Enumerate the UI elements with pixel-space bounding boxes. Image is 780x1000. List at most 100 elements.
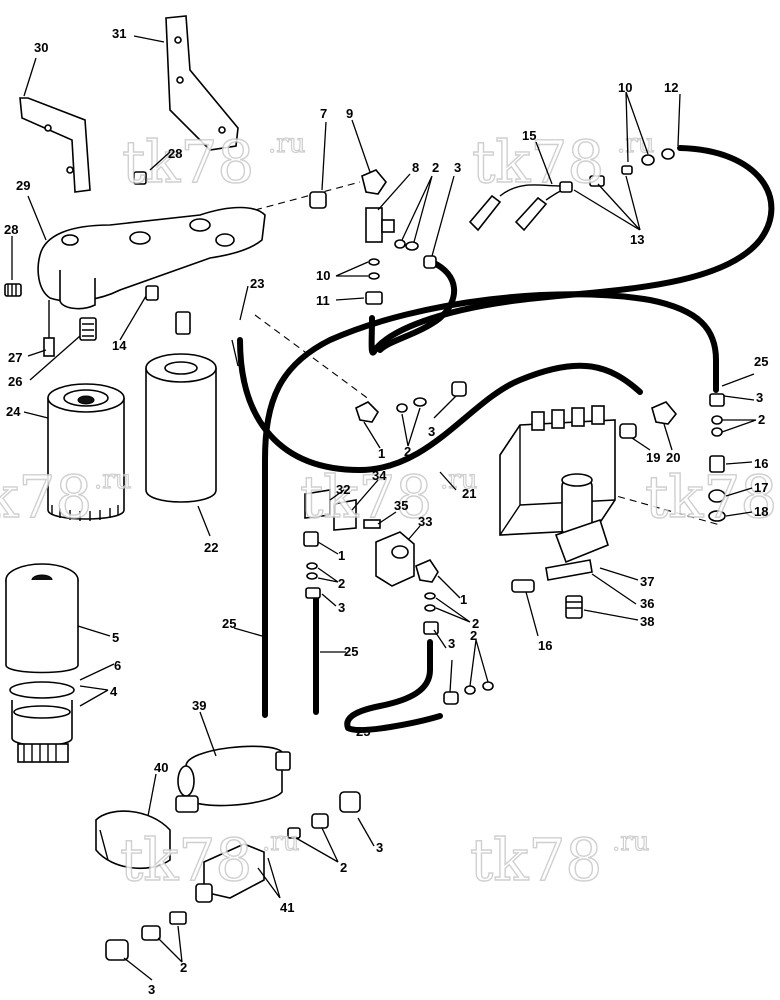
callout-9: 9: [346, 106, 353, 121]
tee-8: [365, 207, 395, 243]
callout-7: 7: [320, 106, 327, 121]
filter-head-29: [37, 206, 266, 310]
watermarks: tk78 .ru tk78 .ru tk78 .ru tk78 .ru tk78…: [0, 127, 778, 894]
callout-30: 30: [34, 40, 48, 55]
callout-3: 3: [756, 390, 763, 405]
callout-29: 29: [16, 178, 30, 193]
callout-10: 10: [618, 80, 632, 95]
callout-1: 1: [378, 446, 385, 461]
watermark-text: tk78: [122, 128, 254, 196]
nut-11: [365, 291, 383, 305]
callout-2: 2: [338, 576, 345, 591]
bracket-31: [165, 15, 239, 151]
guide-lines: [254, 181, 721, 526]
callout-18: 18: [754, 504, 768, 519]
callout-33: 33: [418, 514, 432, 529]
callout-19: 19: [646, 450, 660, 465]
callout-11: 11: [316, 293, 330, 308]
valve-36: [545, 473, 609, 619]
callout-22: 22: [204, 540, 218, 555]
plug-28-top: [133, 171, 147, 185]
callout-10: 10: [316, 268, 330, 283]
callout-39: 39: [192, 698, 206, 713]
plug-14: [145, 285, 159, 301]
nipple-23: [175, 311, 191, 335]
bracket-32-34: [304, 489, 381, 531]
bracket-30: [19, 97, 91, 193]
callout-4: 4: [110, 684, 118, 699]
callout-3: 3: [454, 160, 461, 175]
watermark-text: tk78: [645, 463, 777, 531]
fitting-7: [309, 191, 327, 209]
callout-28: 28: [168, 146, 182, 161]
callout-5: 5: [112, 630, 119, 645]
callout-38: 38: [640, 614, 654, 629]
callout-6: 6: [114, 658, 121, 673]
hose-21: [237, 337, 643, 473]
callout-3: 3: [338, 600, 345, 615]
callout-25: 25: [344, 644, 358, 659]
callout-34: 34: [372, 468, 387, 483]
watermark-suffix: .ru: [268, 129, 305, 159]
hose-25-bottom: [344, 639, 443, 734]
callout-32: 32: [336, 482, 350, 497]
callout-2: 2: [180, 960, 187, 975]
leader-lines: [11, 35, 757, 981]
callout-15: 15: [522, 128, 536, 143]
callout-2: 2: [404, 444, 411, 459]
callout-25: 25: [222, 616, 236, 631]
tee-41: [195, 843, 265, 903]
callout-1: 1: [460, 592, 467, 607]
callout-17: 17: [754, 480, 768, 495]
filter-22: [145, 353, 217, 503]
callout-2: 2: [470, 628, 477, 643]
fittings-mid: [355, 381, 467, 423]
injectors-15: [468, 184, 571, 232]
callout-14: 14: [112, 338, 127, 353]
callout-16: 16: [754, 456, 768, 471]
clamp-40: [95, 810, 171, 870]
watermark-suffix: .ru: [612, 827, 649, 857]
callout-2: 2: [758, 412, 765, 427]
callout-25: 25: [754, 354, 768, 369]
fitting-16-lower: [511, 579, 535, 593]
callout-16: 16: [538, 638, 552, 653]
watermark-text: tk78: [472, 128, 604, 196]
watermark-text: tk78: [0, 463, 92, 531]
callout-35: 35: [394, 498, 408, 513]
fittings-13: [559, 148, 675, 193]
callout-12: 12: [664, 80, 678, 95]
fittings-upper: [394, 239, 437, 269]
callout-25: 25: [356, 724, 370, 739]
callout-37: 37: [640, 574, 654, 589]
callout-36: 36: [640, 596, 654, 611]
callout-23: 23: [250, 276, 264, 291]
callout-3: 3: [376, 840, 383, 855]
elbow-20: [651, 401, 678, 425]
fittings-bottom-center: [443, 681, 494, 705]
callout-2: 2: [340, 860, 347, 875]
fittings-center-column: [415, 559, 439, 635]
watermark-text: tk78: [470, 826, 602, 894]
callout-13: 13: [630, 232, 644, 247]
elbow-9: [361, 169, 387, 195]
bolt-27: [43, 300, 55, 357]
nipple-26: [79, 317, 97, 341]
filter-24: [47, 383, 125, 521]
callout-31: 31: [112, 26, 126, 41]
watermark-suffix: .ru: [94, 465, 131, 495]
callout-3: 3: [448, 636, 455, 651]
hose-fuel-return: [377, 259, 457, 353]
fittings-bottom-right: [287, 791, 361, 839]
watermark-text: tk78: [300, 463, 432, 531]
callout-41: 41: [280, 900, 294, 915]
callout-40: 40: [154, 760, 168, 775]
watermark-suffix: .ru: [262, 827, 299, 857]
callout-27: 27: [8, 350, 22, 365]
fittings-bottom-left: [105, 911, 187, 961]
callout-labels: 30 31 28 29 28 7 9 8 2 3 10 11 10 12 15 …: [4, 26, 768, 997]
callout-3: 3: [148, 982, 155, 997]
filter-element-5: [5, 563, 79, 763]
watermark-text: tk78: [120, 826, 252, 894]
